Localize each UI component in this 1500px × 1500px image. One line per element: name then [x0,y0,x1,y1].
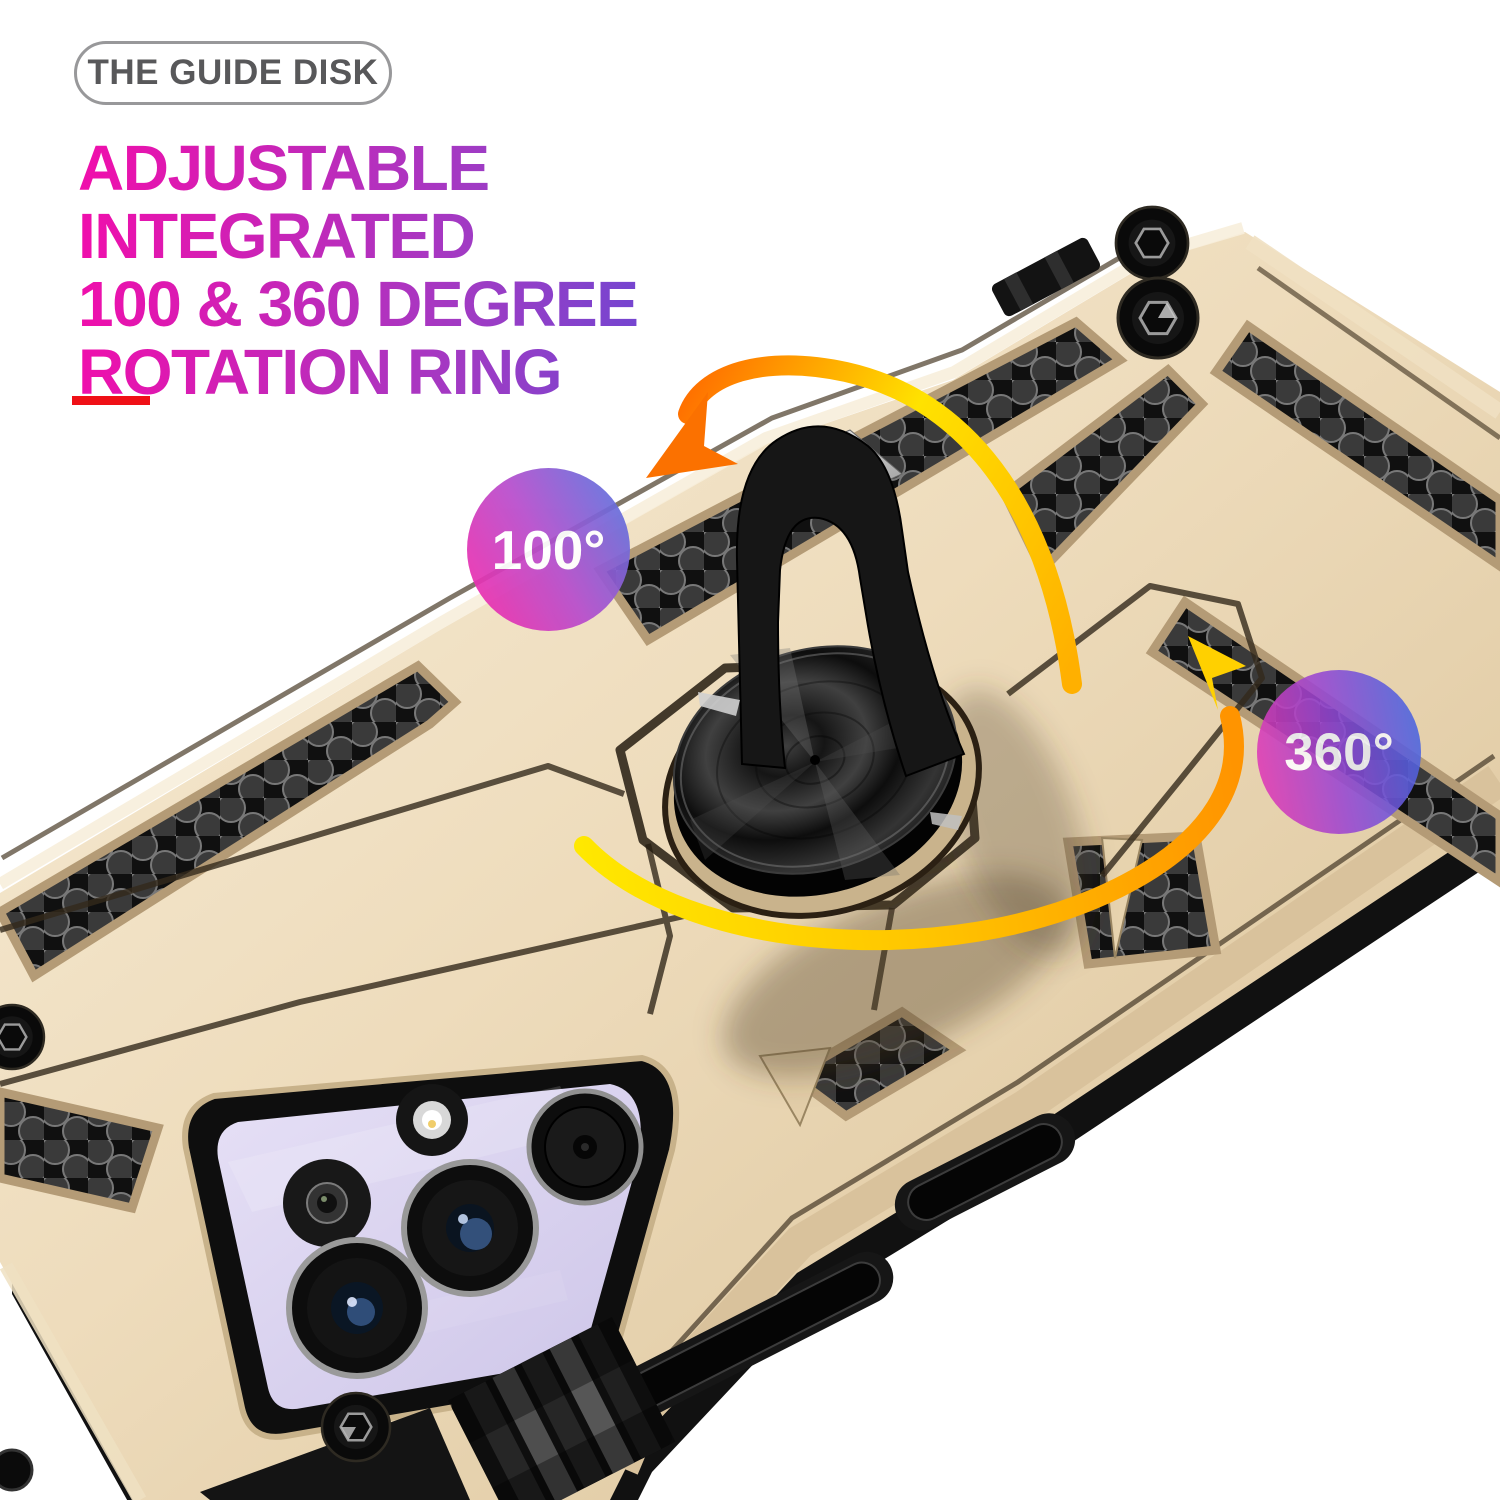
camera-lens-center [401,1159,539,1297]
hinge-glint-right [930,812,962,830]
face-grooves [0,583,1265,1087]
hex-screw-left-edge [0,1003,46,1071]
side-button-power [894,1113,1076,1231]
rotation-arrow-left-icon [646,355,1082,694]
headline-line-1: ADJUSTABLE INTEGRATED [78,132,489,272]
hex-screw-bottom-left [320,1391,392,1463]
ring-kickstand [662,425,982,919]
headline-line-3: ROTATION RING [78,336,561,408]
badge-100-label: 100° [491,518,606,581]
camera-lens-top [526,1088,644,1206]
side-button-volume [616,1251,894,1419]
top-edge-tab [991,237,1101,317]
badge-360-label: 360° [1284,722,1394,782]
hex-screw-top-face [1116,276,1200,360]
headline-line-2: 100 & 360 DEGREE [78,268,638,340]
red-underline-accent [72,396,150,405]
hinge-glint-left [698,692,740,716]
hex-screw-top-corner [1114,205,1190,281]
guide-disk-label: THE GUIDE DISK [87,53,379,92]
headline: ADJUSTABLE INTEGRATED 100 & 360 DEGREE R… [78,134,898,406]
ring-handle [735,425,966,778]
port-hole [0,1448,34,1492]
guide-disk-pill: THE GUIDE DISK [74,41,392,105]
camera-flash [396,1084,468,1156]
camera-lens-small [283,1159,371,1247]
corner-grip-clip [447,1316,676,1500]
rotation-arrow-circular-icon [574,636,1246,951]
badge-360-degree: 360° [1257,670,1421,834]
badge-100-degree: 100° [467,468,630,631]
camera-lens-bottom [286,1237,428,1379]
